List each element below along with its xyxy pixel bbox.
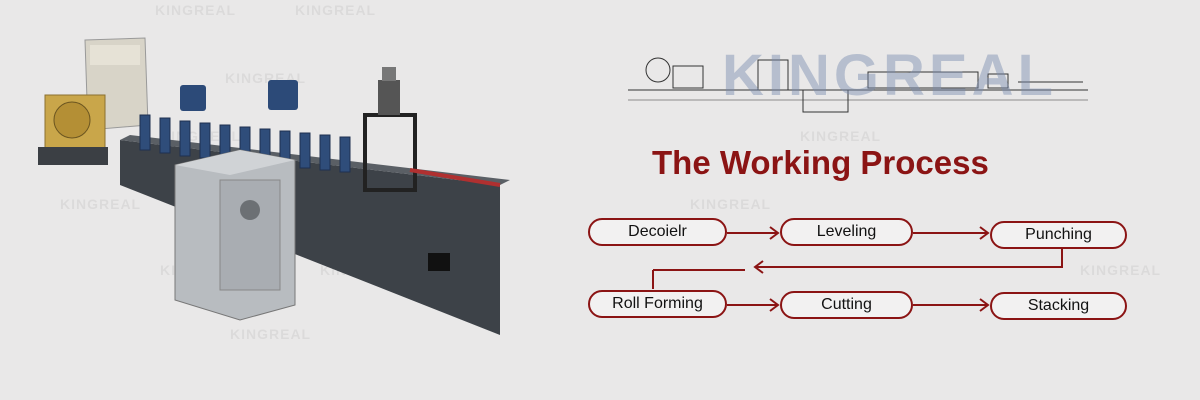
line-layout-drawing: [628, 57, 1088, 113]
step-leveling: Leveling: [780, 218, 913, 246]
watermark: KINGREAL: [295, 2, 377, 18]
step-cutting: Cutting: [780, 291, 913, 319]
step-punching: Punching: [990, 221, 1127, 249]
watermark: KINGREAL: [800, 128, 882, 144]
step-decoiler: Decoielr: [588, 218, 727, 246]
step-stacking: Stacking: [990, 292, 1127, 320]
watermark: KINGREAL: [1080, 262, 1162, 278]
page-title: The Working Process: [652, 144, 989, 181]
step-roll-forming: Roll Forming: [588, 290, 727, 318]
roll-forming-machine-image: [38, 37, 510, 335]
brand-watermark: KINGREAL: [722, 43, 1057, 108]
watermark: KINGREAL: [690, 196, 772, 212]
watermark: KINGREAL: [155, 2, 237, 18]
watermark: KINGREAL: [60, 196, 142, 212]
watermark: KINGREAL: [230, 326, 312, 342]
